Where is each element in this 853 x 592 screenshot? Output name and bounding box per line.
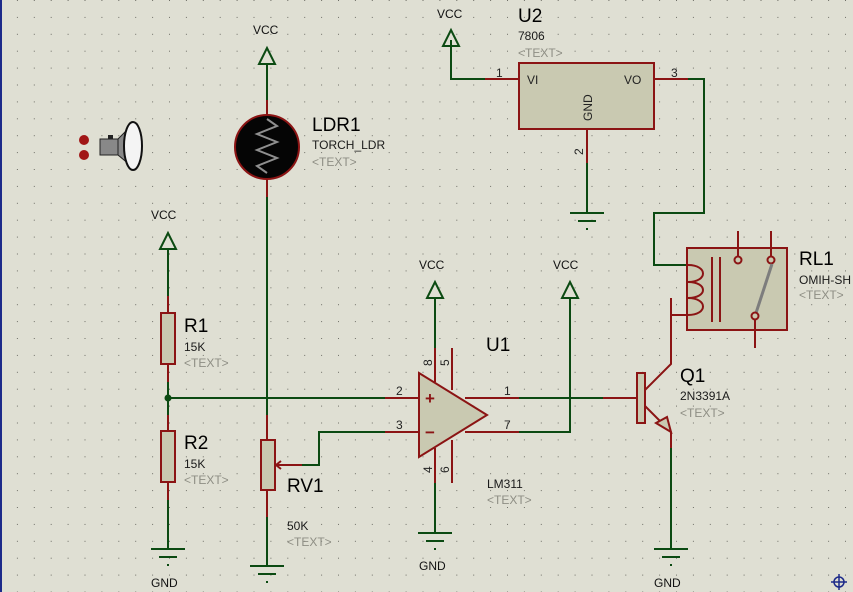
- gnd-dot-rv1: [266, 581, 268, 583]
- speaker-icon[interactable]: [79, 121, 143, 171]
- vcc-label: VCC: [419, 258, 445, 272]
- gnd-label: GND: [151, 576, 178, 590]
- r1-text: <TEXT>: [184, 356, 229, 370]
- rv1-ref: RV1: [287, 476, 324, 497]
- component-r2[interactable]: [151, 398, 185, 566]
- u2-pin2-num: 2: [572, 148, 586, 155]
- u2-text: <TEXT>: [518, 46, 563, 60]
- wire-u2-rl1: [653, 78, 705, 266]
- rv1-wiper-arrow: [274, 460, 282, 470]
- u2-pin3-num: 3: [671, 66, 678, 80]
- vcc-label: VCC: [151, 208, 177, 222]
- u1-text: <TEXT>: [487, 493, 532, 507]
- component-ldr1[interactable]: [234, 45, 300, 415]
- u1-ref: U1: [486, 335, 510, 356]
- component-rl1[interactable]: [670, 231, 788, 348]
- u1-plus-sign: +: [425, 389, 435, 408]
- u1-value: LM311: [487, 477, 523, 491]
- rv1-body: [260, 439, 276, 491]
- u1-pin8-num: 8: [421, 359, 435, 366]
- u1-pin4-num: 4: [421, 466, 435, 473]
- q1-collector: [644, 315, 672, 391]
- gnd-dot-u1: [434, 548, 436, 550]
- rv1-value: 50K: [287, 519, 308, 533]
- u2-ref: U2: [518, 6, 542, 27]
- u1-pin5-num: 5: [438, 359, 452, 366]
- ldr1-text: <TEXT>: [312, 155, 357, 169]
- ldr1-value: TORCH_LDR: [312, 138, 385, 152]
- wire-vcc-u1-pin7: [519, 298, 571, 433]
- u2-body: [518, 62, 655, 130]
- rl1-value: OMIH-SH: [799, 273, 851, 287]
- u1-body: [418, 371, 489, 459]
- component-u1[interactable]: [385, 279, 603, 550]
- ldr1-ref: LDR1: [312, 115, 361, 136]
- ldr-zigzag: [254, 118, 280, 174]
- u1-pin3-num: 3: [396, 418, 403, 432]
- u2-pin-gnd-label: GND: [581, 94, 595, 121]
- u2-pin1-num: 1: [496, 66, 503, 80]
- u1-pin7-num: 7: [504, 418, 511, 432]
- wire-vcc-u2: [450, 40, 485, 80]
- gnd-dot-u2: [586, 228, 588, 230]
- r1-body: [160, 312, 176, 365]
- q1-value: 2N3391A: [680, 389, 730, 403]
- u1-pin2-num: 2: [396, 384, 403, 398]
- vcc-label: VCC: [553, 258, 579, 272]
- component-q1[interactable]: [603, 298, 688, 566]
- r1-ref: R1: [184, 316, 208, 337]
- rl1-coil: [687, 264, 704, 316]
- origin-marker-icon: [831, 574, 847, 590]
- u1-pin1-num: 1: [504, 384, 511, 398]
- component-rv1[interactable]: [250, 415, 385, 583]
- q1-base-bar: [636, 372, 646, 424]
- gnd-label: GND: [654, 576, 681, 590]
- rl1-text: <TEXT>: [799, 288, 844, 302]
- q1-ref: Q1: [680, 366, 705, 387]
- q1-text: <TEXT>: [680, 406, 725, 420]
- vcc-arrow-u2: [441, 27, 461, 47]
- gnd-dot-r2: [167, 564, 169, 566]
- vcc-label: VCC: [437, 7, 463, 21]
- component-u2[interactable]: [441, 27, 705, 266]
- rl1-ref: RL1: [799, 249, 834, 270]
- rv1-text: <TEXT>: [287, 535, 332, 549]
- wire-rv1-u1-minus: [302, 431, 385, 466]
- r2-text: <TEXT>: [184, 473, 229, 487]
- rl1-switch-arm: [754, 263, 774, 314]
- vcc-label: VCC: [253, 23, 279, 37]
- u1-minus-sign: −: [425, 423, 435, 442]
- rl1-contact-com: [750, 311, 760, 321]
- u2-pin-vi-label: VI: [527, 73, 538, 87]
- r2-ref: R2: [184, 433, 208, 454]
- r2-value: 15K: [184, 457, 205, 471]
- u1-pin6-num: 6: [438, 466, 452, 473]
- u2-pin-vo-label: VO: [624, 73, 641, 87]
- r1-value: 15K: [184, 340, 205, 354]
- rl1-contact-nc: [733, 255, 743, 265]
- rl1-coil-pin-bottom: [670, 298, 688, 316]
- rl1-contact-no: [766, 255, 776, 265]
- gnd-label: GND: [419, 559, 446, 573]
- r2-body: [160, 430, 176, 483]
- q1-emitter-arrow: [653, 415, 673, 435]
- gnd-dot-q1: [670, 564, 672, 566]
- u2-value: 7806: [518, 29, 545, 43]
